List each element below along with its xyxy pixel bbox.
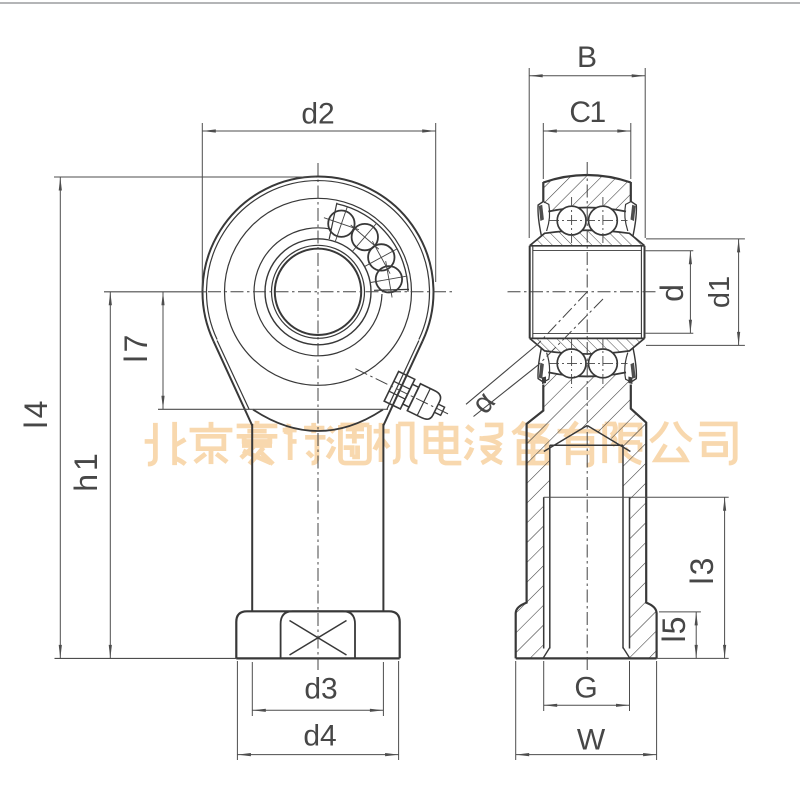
svg-text:l4: l4 (18, 398, 54, 429)
svg-text:l5: l5 (656, 616, 692, 643)
svg-text:d1: d1 (704, 276, 736, 308)
svg-text:h1: h1 (68, 450, 104, 492)
svg-text:d2: d2 (301, 98, 334, 131)
svg-text:l7: l7 (118, 332, 154, 363)
svg-text:d: d (654, 284, 690, 302)
svg-text:d3: d3 (304, 673, 337, 706)
svg-text:l3: l3 (684, 556, 720, 585)
svg-text:C1: C1 (569, 96, 605, 129)
svg-text:W: W (577, 724, 606, 757)
svg-text:B: B (577, 41, 597, 74)
svg-text:d4: d4 (303, 720, 336, 753)
svg-text:G: G (574, 672, 597, 705)
